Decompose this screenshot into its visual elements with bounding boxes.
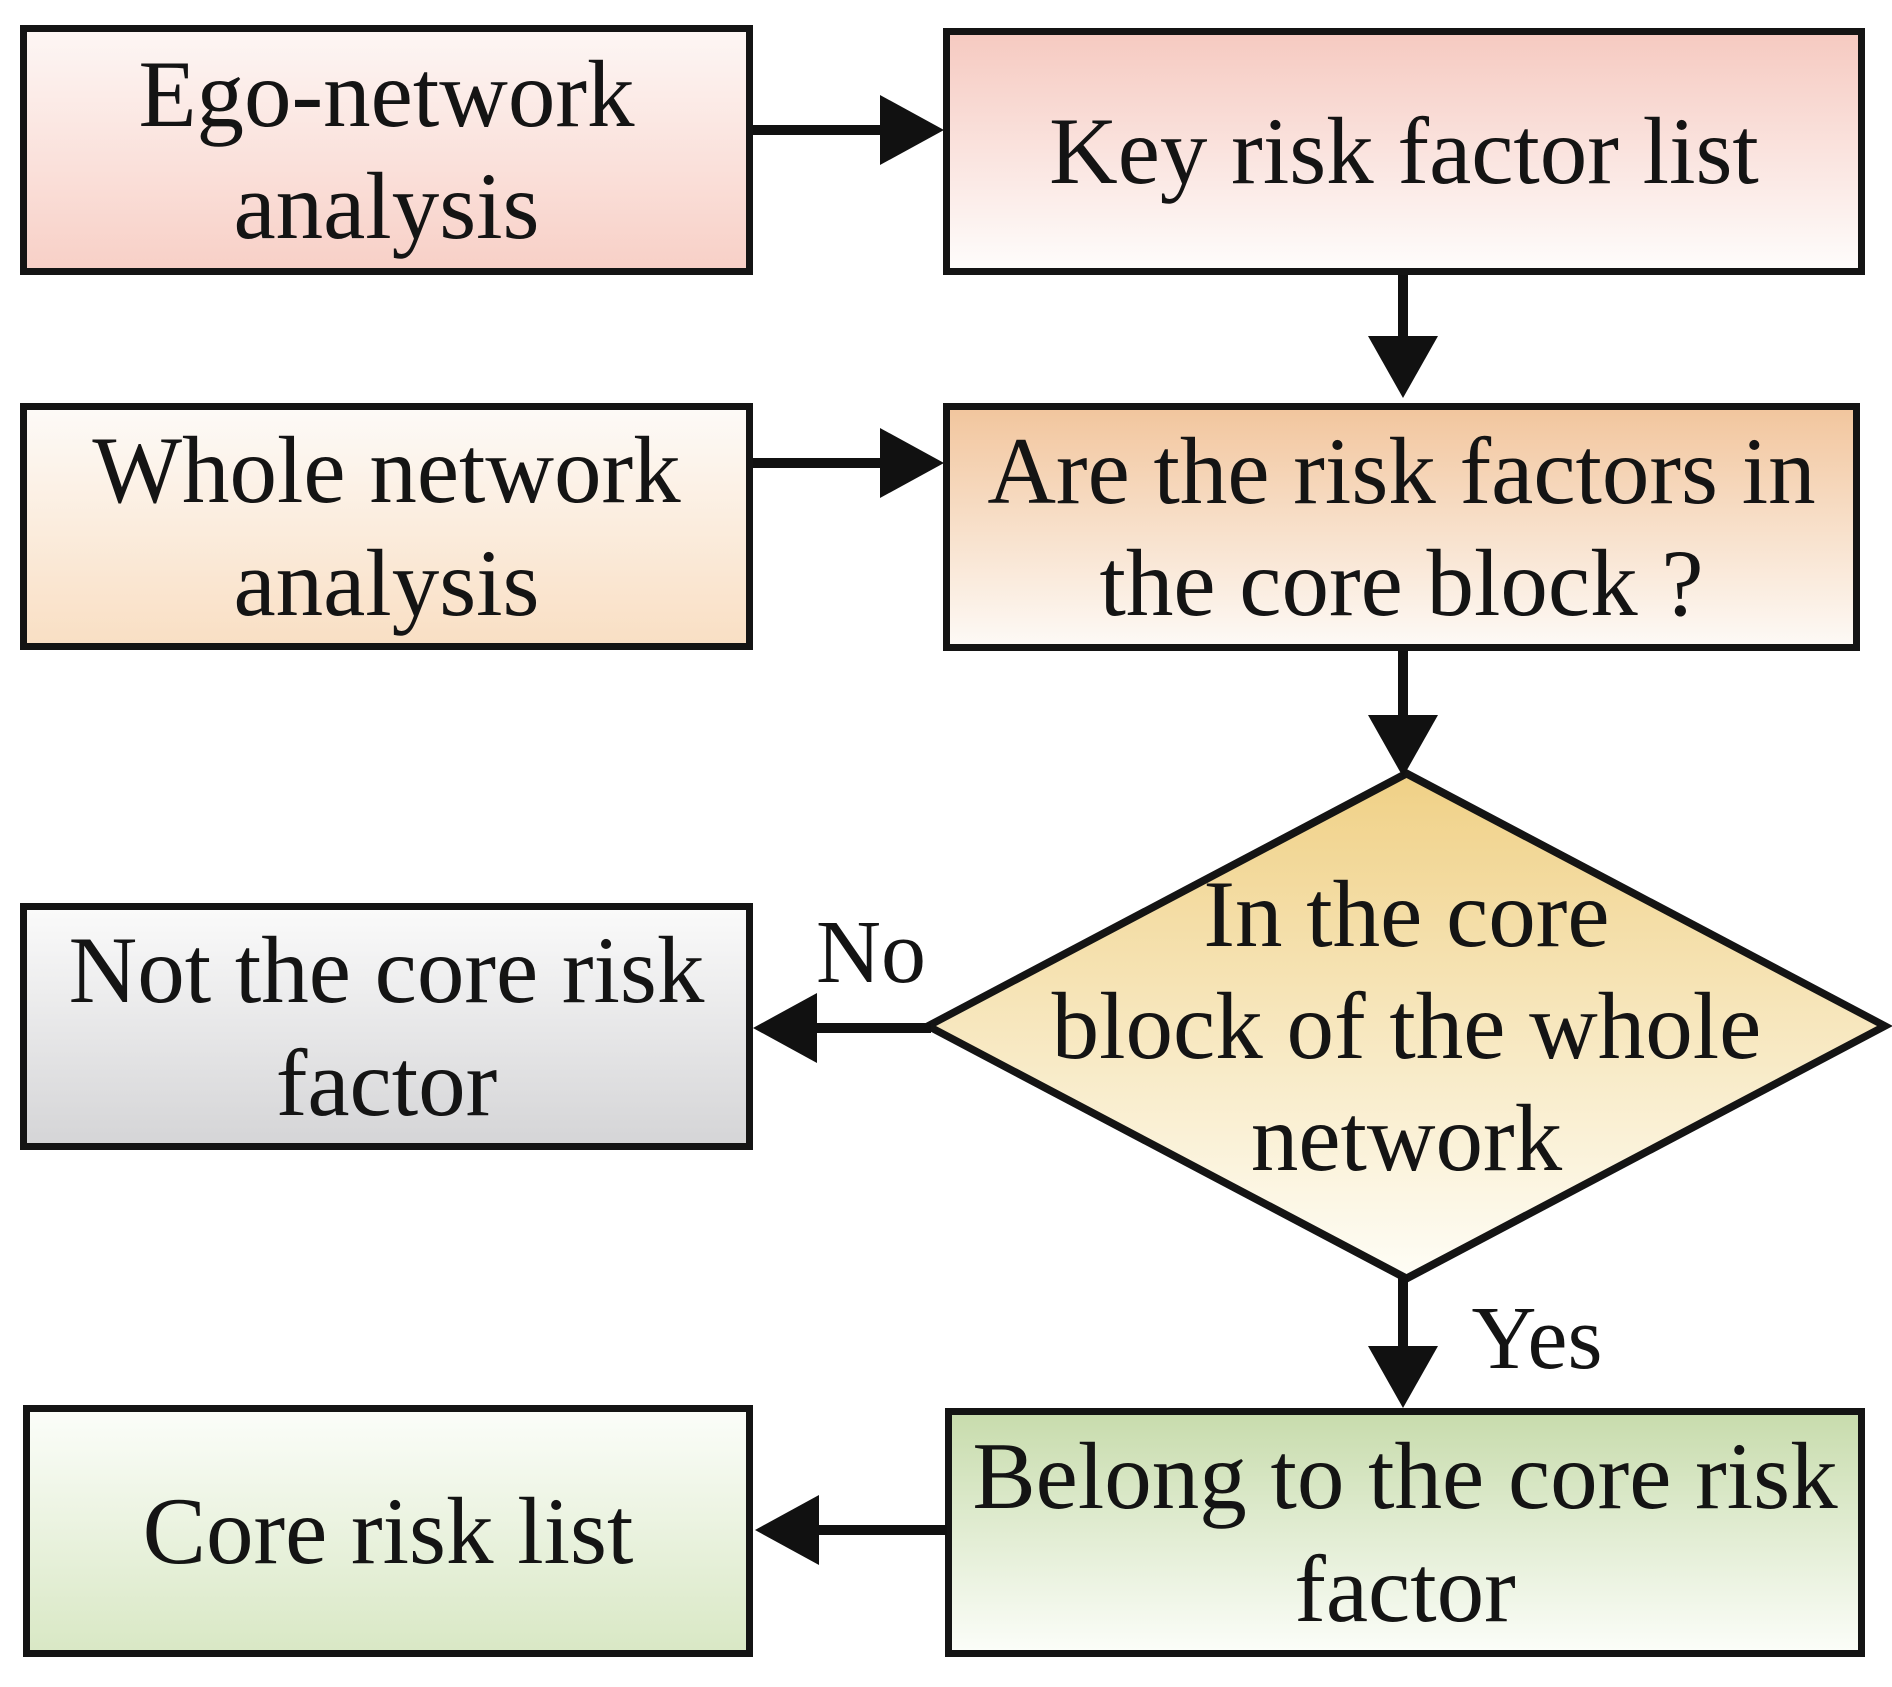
edge-label-yes: Yes xyxy=(1471,1289,1603,1388)
arrow-belong-to-corelist xyxy=(817,1525,947,1535)
node-label-line: Are the risk factors in xyxy=(987,417,1816,524)
node-label-line: factor xyxy=(1294,1535,1516,1642)
node-belong-to-core-risk-factor: Belong to the core risk factor xyxy=(945,1408,1865,1657)
edge-label-no: No xyxy=(816,903,926,1002)
node-risk-factors-in-core-block-question: Are the risk factors in the core block ? xyxy=(943,403,1860,651)
arrow-whole-to-question xyxy=(753,458,888,468)
node-label-line: Whole network xyxy=(92,417,681,524)
arrow-decision-to-belong xyxy=(1398,1275,1408,1351)
node-whole-network-analysis: Whole network analysis xyxy=(20,403,753,650)
node-label-line: factor xyxy=(275,1029,498,1136)
node-label-line: Ego-network xyxy=(138,40,635,147)
node-label-line: analysis xyxy=(233,529,540,636)
arrowhead-belong-to-corelist xyxy=(755,1495,819,1565)
arrow-ego-to-key xyxy=(753,125,888,135)
arrowhead-decision-to-belong xyxy=(1368,1346,1438,1408)
node-label-line: Belong to the core risk xyxy=(972,1423,1838,1530)
node-label-line: In the core xyxy=(1203,860,1610,967)
node-not-core-risk-factor: Not the core risk factor xyxy=(20,903,753,1150)
node-label-line: Core risk list xyxy=(142,1477,634,1584)
node-key-risk-factor-list: Key risk factor list xyxy=(943,28,1865,275)
arrowhead-question-to-decision xyxy=(1368,715,1438,777)
arrowhead-ego-to-key xyxy=(880,95,944,165)
arrow-decision-to-notcore xyxy=(815,1023,931,1033)
node-label-line: block of the whole xyxy=(1051,972,1762,1079)
node-core-block-decision: In the core block of the whole network xyxy=(920,769,1892,1283)
arrowhead-key-to-question xyxy=(1368,336,1438,398)
node-label-line: analysis xyxy=(233,153,540,259)
arrow-question-to-decision xyxy=(1398,651,1408,721)
node-label-line: Key risk factor list xyxy=(1049,98,1759,205)
node-label-line: the core block ? xyxy=(1099,530,1704,636)
node-core-risk-list: Core risk list xyxy=(23,1405,753,1657)
arrow-key-to-question xyxy=(1398,275,1408,345)
node-label-line: Not the core risk xyxy=(68,917,705,1024)
arrowhead-decision-to-notcore xyxy=(753,993,817,1063)
arrowhead-whole-to-question xyxy=(880,428,944,498)
node-ego-network-analysis: Ego-network analysis xyxy=(20,25,753,275)
node-label-line: network xyxy=(1250,1085,1563,1192)
